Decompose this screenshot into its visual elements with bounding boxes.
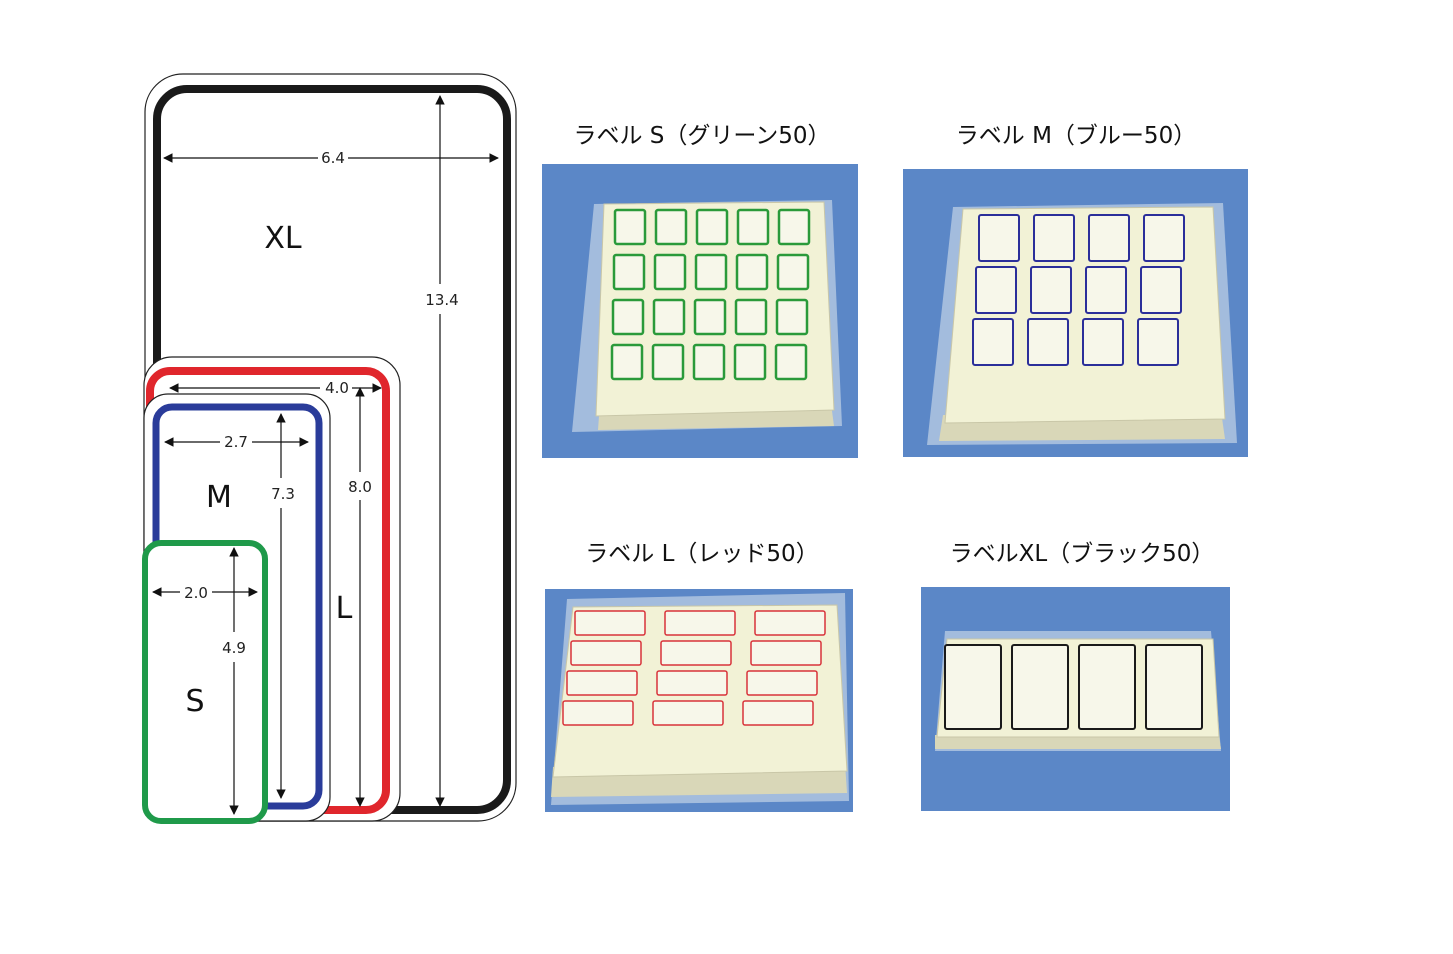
caption-label-s: ラベル S（グリーン50） bbox=[573, 123, 831, 149]
printed-label bbox=[656, 670, 728, 696]
printed-label bbox=[746, 670, 818, 696]
xl-width-dimension: 6.4 bbox=[163, 149, 499, 167]
printed-label bbox=[1082, 318, 1124, 366]
printed-label bbox=[733, 343, 767, 381]
m-height-dimension: 7.3 bbox=[271, 413, 295, 799]
xl-height-value: 13.4 bbox=[425, 291, 458, 309]
s-height-dimension: 4.9 bbox=[222, 547, 246, 815]
s-height-value: 4.9 bbox=[222, 639, 246, 657]
caption-label-xl: ラベルXL（ブラック50） bbox=[949, 541, 1215, 567]
printed-label bbox=[1137, 318, 1179, 366]
printed-label bbox=[1145, 644, 1203, 730]
printed-label bbox=[1011, 644, 1069, 730]
printed-label bbox=[754, 610, 826, 636]
printed-label bbox=[651, 343, 685, 381]
printed-label bbox=[750, 640, 822, 666]
printed-label bbox=[972, 318, 1014, 366]
l-height-value: 8.0 bbox=[348, 478, 372, 496]
printed-label bbox=[975, 266, 1017, 314]
photo-label-m-blue bbox=[903, 169, 1248, 457]
printed-label bbox=[694, 253, 728, 291]
printed-label bbox=[652, 700, 724, 726]
printed-label bbox=[612, 253, 646, 291]
caption-label-l: ラベル L（レッド50） bbox=[585, 541, 819, 567]
printed-label bbox=[654, 208, 688, 246]
printed-label bbox=[570, 640, 642, 666]
printed-label bbox=[944, 644, 1002, 730]
photo-label-s-green bbox=[542, 164, 858, 458]
printed-label bbox=[693, 298, 727, 336]
l-size-label: L bbox=[336, 591, 353, 626]
sheet-stack-edge bbox=[935, 735, 1221, 749]
printed-label bbox=[736, 208, 770, 246]
xl-width-value: 6.4 bbox=[321, 149, 345, 167]
m-width-value: 2.7 bbox=[224, 433, 248, 451]
printed-label bbox=[1085, 266, 1127, 314]
printed-label bbox=[653, 253, 687, 291]
printed-label bbox=[652, 298, 686, 336]
printed-label bbox=[692, 343, 726, 381]
m-height-value: 7.3 bbox=[271, 485, 295, 503]
printed-label bbox=[1143, 214, 1185, 262]
printed-label bbox=[1088, 214, 1130, 262]
printed-label bbox=[613, 208, 647, 246]
l-width-dimension: 4.0 bbox=[169, 379, 382, 397]
printed-label bbox=[611, 298, 645, 336]
printed-label bbox=[734, 298, 768, 336]
printed-label bbox=[664, 610, 736, 636]
xl-size-label: XL bbox=[264, 221, 302, 256]
printed-label bbox=[742, 700, 814, 726]
printed-label bbox=[978, 214, 1020, 262]
l-height-dimension: 8.0 bbox=[348, 387, 372, 807]
photo-label-l-red bbox=[545, 589, 853, 812]
printed-label bbox=[775, 298, 809, 336]
printed-label bbox=[1078, 644, 1136, 730]
s-width-value: 2.0 bbox=[184, 584, 208, 602]
xl-height-dimension: 13.4 bbox=[425, 95, 459, 807]
printed-label bbox=[695, 208, 729, 246]
printed-label bbox=[1033, 214, 1075, 262]
printed-label bbox=[660, 640, 732, 666]
label-outline-s bbox=[142, 540, 268, 824]
s-border bbox=[142, 540, 268, 824]
s-size-label: S bbox=[185, 684, 204, 719]
printed-label bbox=[774, 343, 808, 381]
printed-label bbox=[610, 343, 644, 381]
printed-label bbox=[777, 208, 811, 246]
caption-label-m: ラベル M（ブルー50） bbox=[955, 123, 1197, 149]
printed-label bbox=[1030, 266, 1072, 314]
printed-label bbox=[574, 610, 646, 636]
l-width-value: 4.0 bbox=[325, 379, 349, 397]
m-size-label: M bbox=[206, 480, 232, 515]
photo-label-xl-black bbox=[921, 587, 1230, 811]
printed-label bbox=[1027, 318, 1069, 366]
printed-label bbox=[1140, 266, 1182, 314]
m-width-dimension: 2.7 bbox=[164, 433, 309, 451]
printed-label bbox=[566, 670, 638, 696]
printed-label bbox=[776, 253, 810, 291]
printed-label bbox=[562, 700, 634, 726]
printed-label bbox=[735, 253, 769, 291]
